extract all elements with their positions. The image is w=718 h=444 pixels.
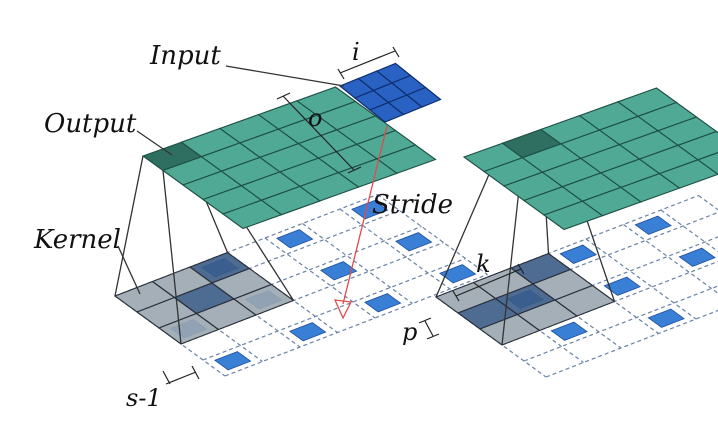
grid-line (114, 193, 378, 297)
output-label: Output (44, 109, 137, 139)
input-pointer-line (225, 65, 345, 87)
input-dot (276, 229, 314, 249)
input-dot (439, 264, 477, 284)
input-dot (320, 261, 358, 281)
grid-line (479, 236, 718, 330)
grid-line (501, 260, 718, 346)
k-label: k (476, 250, 491, 278)
input-cell (405, 86, 442, 108)
left-output-grid (141, 86, 437, 230)
input-dot (678, 247, 716, 267)
grid-line (623, 224, 718, 294)
output-cell (676, 130, 718, 161)
input-dot (647, 308, 685, 328)
o-label: o (308, 104, 322, 132)
input-dot (289, 322, 327, 342)
projection-line (162, 170, 182, 345)
input-dot (395, 232, 433, 252)
kernel-pointer-line (117, 245, 141, 295)
stride-arrow-line (342, 125, 388, 305)
o-dimension-marker (276, 92, 362, 174)
grid-line (264, 237, 376, 319)
input-dot (351, 200, 389, 220)
grid-line (302, 223, 413, 304)
input-label: Input (149, 41, 221, 71)
p-dimension-marker (418, 317, 440, 340)
input-grid (338, 62, 442, 123)
k-dimension-marker (452, 263, 525, 302)
output-pointer-line (136, 130, 173, 156)
i-dimension-marker (337, 46, 400, 80)
input-dot (214, 351, 252, 371)
input-dot (603, 276, 641, 296)
grid-line (158, 225, 422, 329)
left-kernel (113, 251, 295, 345)
s-minus-1-label: s-1 (126, 384, 162, 412)
grid-line (523, 285, 718, 362)
grid-line (435, 194, 699, 298)
grid-line (585, 238, 697, 320)
input-dot (559, 244, 597, 264)
grid-line (180, 241, 444, 345)
projection-line (114, 155, 144, 297)
input-dot (364, 293, 402, 313)
s-minus-1-marker (162, 365, 200, 385)
output-cell (696, 152, 718, 175)
right-output-grid (462, 87, 718, 231)
grid-line (698, 195, 718, 211)
input-dot (634, 215, 672, 235)
input-dot (550, 321, 588, 341)
output-cell (375, 144, 437, 174)
stride-arrowhead (333, 299, 352, 320)
grid-line (545, 309, 718, 378)
grid-line (660, 209, 718, 253)
grid-line (377, 194, 488, 275)
kernel-label: Kernel (33, 225, 121, 255)
grid-line (224, 273, 488, 377)
right-kernel (434, 252, 616, 346)
grid-line (339, 208, 451, 290)
output-cell (658, 159, 718, 189)
grid-line (457, 211, 718, 314)
i-label: i (352, 38, 360, 66)
stride-label: Stride (372, 190, 453, 220)
p-label: p (402, 318, 417, 346)
grid-line (202, 257, 466, 361)
